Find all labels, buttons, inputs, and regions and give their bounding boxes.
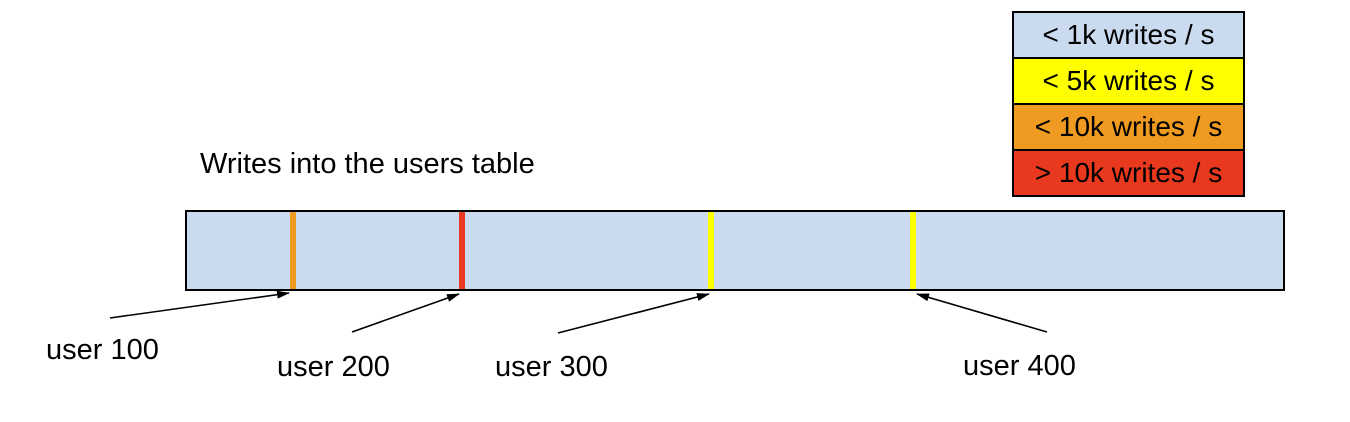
arrow-user-400	[916, 293, 1048, 333]
arrow-user-300	[557, 293, 710, 334]
user-label: user 400	[963, 350, 1076, 382]
hot-user-stripe-user-300	[708, 212, 714, 289]
arrow-user-100	[109, 290, 290, 319]
user-label: user 200	[277, 351, 390, 383]
legend-item: < 5k writes / s	[1012, 57, 1245, 105]
hot-user-stripe-user-400	[910, 212, 916, 289]
legend-item: > 10k writes / s	[1012, 149, 1245, 197]
hot-user-stripe-user-100	[290, 212, 296, 289]
user-label: user 100	[46, 334, 159, 366]
legend-item: < 1k writes / s	[1012, 11, 1245, 59]
users-table-bar	[185, 210, 1285, 291]
user-label: user 300	[495, 351, 608, 383]
arrow-user-200	[351, 293, 460, 333]
diagram-title: Writes into the users table	[200, 148, 535, 180]
legend: < 1k writes / s< 5k writes / s< 10k writ…	[1012, 11, 1245, 197]
hot-user-stripe-user-200	[459, 212, 465, 289]
legend-item: < 10k writes / s	[1012, 103, 1245, 151]
